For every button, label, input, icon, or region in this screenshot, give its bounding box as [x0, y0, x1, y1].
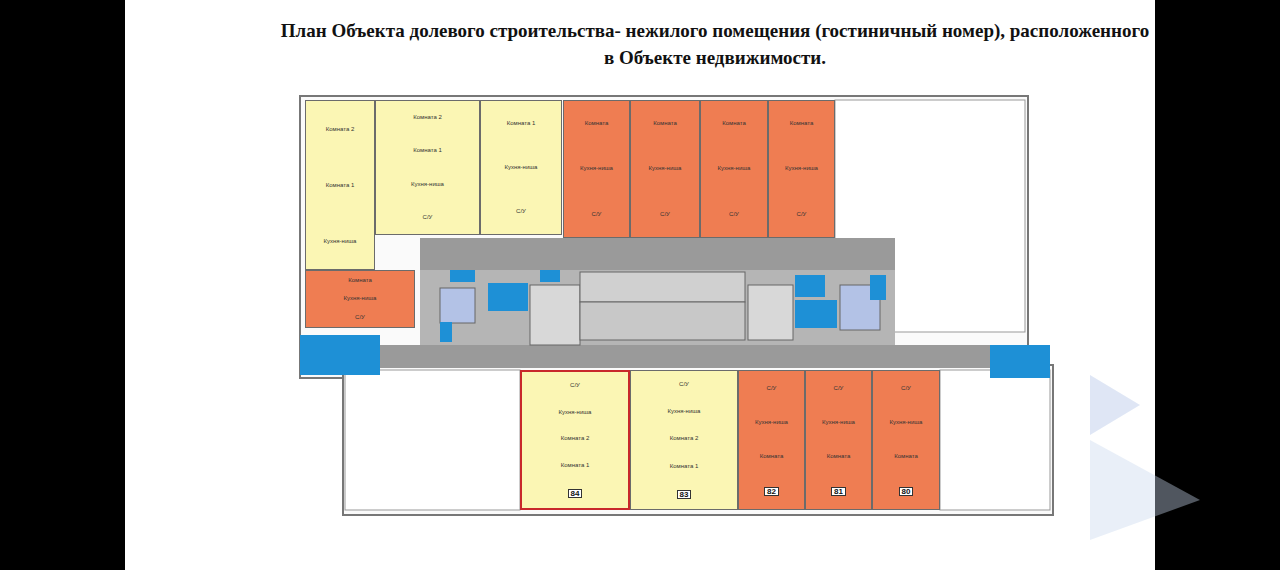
- hotel-room: КомнатаКухня-нишаС/У: [630, 100, 700, 238]
- hotel-room: Комната 2 Комната 1 Кухня-ниша: [305, 100, 375, 270]
- room-label: Кухня-ниша: [890, 419, 923, 426]
- room-label: Комната 1: [413, 147, 442, 154]
- hotel-room: КомнатаКухня-нишаС/У: [305, 270, 415, 328]
- room-label: Комната 2: [670, 435, 699, 442]
- room-label: С/У: [355, 314, 365, 321]
- room-label: С/У: [423, 214, 433, 221]
- room-label: Кухня-ниша: [755, 419, 788, 426]
- room-number: 81: [831, 487, 846, 496]
- hotel-room: КомнатаКухня-нишаС/У: [768, 100, 835, 238]
- hotel-room: С/У Кухня-нишаКомната 81: [805, 370, 872, 510]
- room-label: Комната 1: [507, 120, 536, 127]
- room-label: С/У: [516, 208, 526, 215]
- room-label: Комната 2: [561, 435, 590, 442]
- hotel-room: С/У Кухня-нишаКомната 2 Комната 1 83: [630, 370, 738, 510]
- room-label: Кухня-ниша: [505, 164, 538, 171]
- room-label: С/У: [834, 385, 844, 392]
- room-label: Кухня-ниша: [580, 165, 613, 172]
- room-label: С/У: [679, 381, 689, 388]
- hotel-room: С/У Кухня-нишаКомната 80: [872, 370, 940, 510]
- room-label: Комната 2: [326, 126, 355, 133]
- room-label: Комната: [760, 453, 784, 460]
- room-label: С/У: [592, 211, 602, 218]
- room-label: Комната: [348, 277, 372, 284]
- room-label: Кухня-ниша: [785, 165, 818, 172]
- room-number: 84: [568, 489, 583, 498]
- room-label: С/У: [570, 382, 580, 389]
- plan-title: План Объекта долевого строительства- неж…: [275, 17, 1155, 71]
- hotel-room: КомнатаКухня-нишаС/У: [563, 100, 630, 238]
- room-label: Комната 1: [561, 462, 590, 469]
- room-label: Комната: [827, 453, 851, 460]
- hotel-room: Комната 1 Кухня-нишаС/У: [480, 100, 562, 235]
- room-label: Комната 1: [326, 182, 355, 189]
- room-number: 83: [677, 490, 692, 499]
- room-label: Кухня-ниша: [324, 238, 357, 245]
- room-label: Кухня-ниша: [668, 408, 701, 415]
- room-label: С/У: [901, 385, 911, 392]
- room-label: Кухня-ниша: [559, 409, 592, 416]
- room-number: 82: [764, 487, 779, 496]
- room-label: С/У: [660, 211, 670, 218]
- room-label: Кухня-ниша: [718, 165, 751, 172]
- room-label: С/У: [729, 211, 739, 218]
- room-label: С/У: [797, 211, 807, 218]
- hotel-room: С/У Кухня-нишаКомната 82: [738, 370, 805, 510]
- room-label: Комната 1: [670, 463, 699, 470]
- room-label: Кухня-ниша: [411, 181, 444, 188]
- hotel-room: КомнатаКухня-нишаС/У: [700, 100, 768, 238]
- room-label: С/У: [767, 385, 777, 392]
- room-label: Кухня-ниша: [822, 419, 855, 426]
- room-label: Комната: [894, 453, 918, 460]
- hotel-room: С/У Кухня-нишаКомната 2 Комната 1 84: [520, 370, 630, 510]
- room-label: Комната: [653, 120, 677, 127]
- room-label: Кухня-ниша: [344, 295, 377, 302]
- room-label: Кухня-ниша: [649, 165, 682, 172]
- room-label: Комната: [722, 120, 746, 127]
- room-label: Комната 2: [413, 114, 442, 121]
- hotel-room: Комната 2 Комната 1 Кухня-нишаС/У: [375, 100, 480, 235]
- room-label: Комната: [790, 120, 814, 127]
- room-label: Комната: [585, 120, 609, 127]
- room-number: 80: [899, 487, 914, 496]
